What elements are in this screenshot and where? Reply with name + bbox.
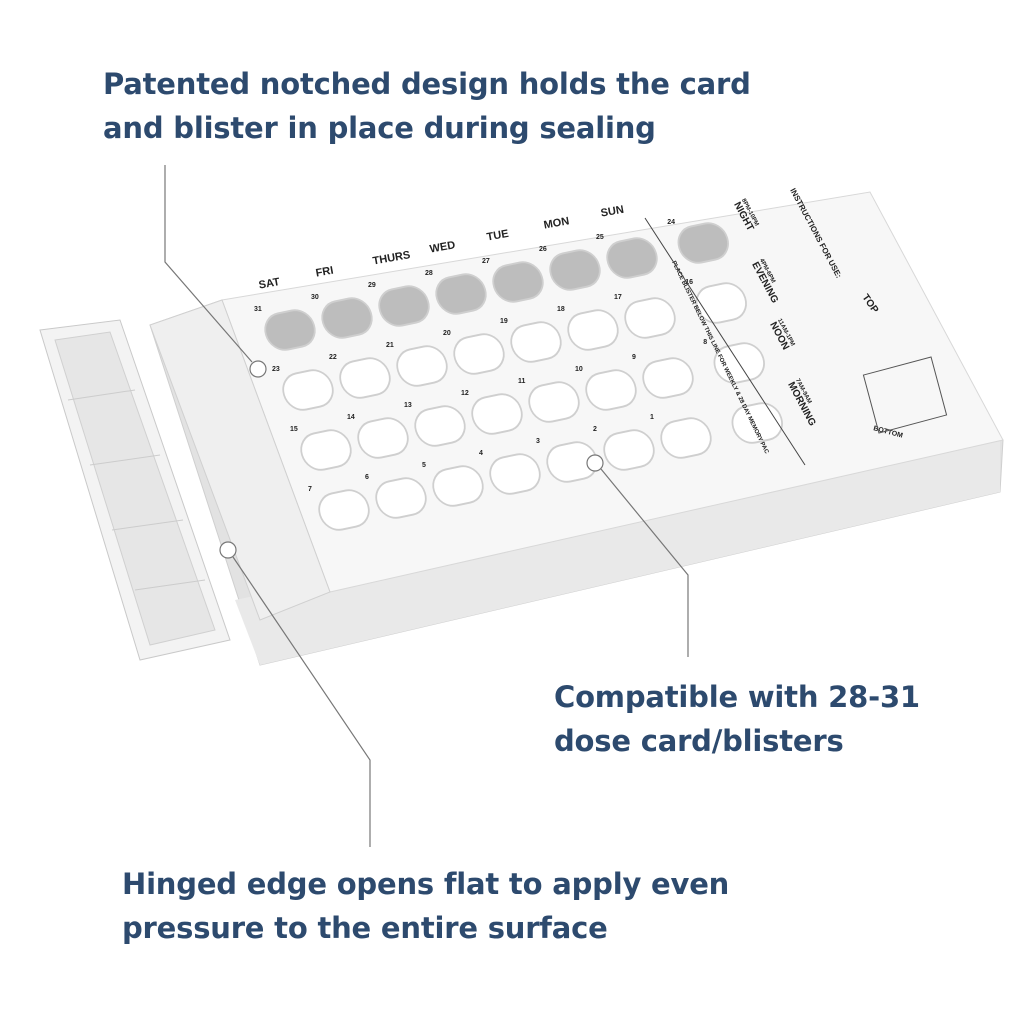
day-label: WED: [429, 239, 456, 255]
day-number: 14: [347, 414, 355, 421]
callout-compatible: Compatible with 28-31 dose card/blisters: [554, 675, 920, 763]
day-number: 21: [386, 342, 394, 349]
blister-hole: [642, 357, 694, 399]
day-number: 1: [650, 414, 654, 421]
blister-hole: [378, 285, 430, 327]
day-number: 24: [667, 219, 675, 226]
blister-hole: [396, 345, 448, 387]
day-number: 25: [596, 234, 604, 241]
callout-line: Compatible with 28-31: [554, 680, 920, 714]
day-label: THURS: [372, 249, 411, 267]
leader-lines: [164, 165, 689, 847]
blister-hole: [339, 357, 391, 399]
day-number: 31: [254, 306, 262, 313]
day-number: 28: [425, 270, 433, 277]
day-number: 22: [329, 354, 337, 361]
day-label: SAT: [258, 276, 281, 292]
blister-hole: [567, 309, 619, 351]
day-number: 3: [536, 438, 540, 445]
blister-hole: [300, 429, 352, 471]
day-number: 29: [368, 282, 376, 289]
day-number: 19: [500, 318, 508, 325]
tray-front-face: [235, 440, 1000, 665]
callout-hinged-edge: Hinged edge opens flat to apply even pre…: [122, 862, 729, 950]
blister-hole: [510, 321, 562, 363]
blister-hole: [282, 369, 334, 411]
day-numbers: 3130292827262524232221201918171615141312…: [254, 219, 707, 493]
day-number: 27: [482, 258, 490, 265]
blister-hole: [357, 417, 409, 459]
callout-notched-design: Patented notched design holds the card a…: [103, 62, 751, 150]
blister-hole: [318, 489, 370, 531]
blister-hole: [624, 297, 676, 339]
blister-hole: [375, 477, 427, 519]
day-number: 5: [422, 462, 426, 469]
day-label: MON: [543, 215, 570, 231]
callout-line: dose card/blisters: [554, 724, 844, 758]
day-number: 9: [632, 354, 636, 361]
day-number: 12: [461, 390, 469, 397]
day-label: FRI: [315, 265, 335, 280]
hinge-strip: [149, 299, 331, 621]
callout-line: and blister in place during sealing: [103, 111, 656, 145]
blister-hole: [453, 333, 505, 375]
blister-hole: [489, 453, 541, 495]
place-line: [644, 217, 806, 466]
day-number: 8: [703, 339, 707, 346]
blister-hole: [264, 309, 316, 351]
day-number: 17: [614, 294, 622, 301]
blister-hole: [695, 282, 747, 324]
blister-hole: [606, 237, 658, 279]
blister-hole: [603, 429, 655, 471]
day-number: 16: [685, 279, 693, 286]
blister-hole: [471, 393, 523, 435]
callout-line: pressure to the entire surface: [122, 911, 608, 945]
blister-hole: [549, 249, 601, 291]
callout-line: Hinged edge opens flat to apply even: [122, 867, 730, 901]
blister-hole: [731, 402, 783, 444]
day-number: 26: [539, 246, 547, 253]
day-number: 4: [479, 450, 483, 457]
day-number: 18: [557, 306, 565, 313]
day-number: 23: [272, 366, 280, 373]
day-number: 20: [443, 330, 451, 337]
day-number: 15: [290, 426, 298, 433]
day-labels: SAT FRI THURS WED TUE MON SUN: [258, 204, 625, 292]
day-number: 2: [593, 426, 597, 433]
day-label: SUN: [600, 204, 625, 220]
diagram-illustration: [862, 356, 948, 434]
day-number: 6: [365, 474, 369, 481]
blister-hole: [660, 417, 712, 459]
blister-hole: [321, 297, 373, 339]
blister-hole: [435, 273, 487, 315]
blister-hole: [432, 465, 484, 507]
day-number: 30: [311, 294, 319, 301]
day-number: 7: [308, 486, 312, 493]
callout-line: Patented notched design holds the card: [103, 67, 751, 101]
blister-hole: [414, 405, 466, 447]
blister-hole: [677, 222, 729, 264]
day-label: TUE: [486, 228, 510, 244]
sealer-tab: [39, 319, 231, 661]
blister-hole: [528, 381, 580, 423]
day-number: 11: [518, 378, 526, 385]
blister-hole: [492, 261, 544, 303]
blister-hole: [585, 369, 637, 411]
day-number: 13: [404, 402, 412, 409]
day-number: 10: [575, 366, 583, 373]
